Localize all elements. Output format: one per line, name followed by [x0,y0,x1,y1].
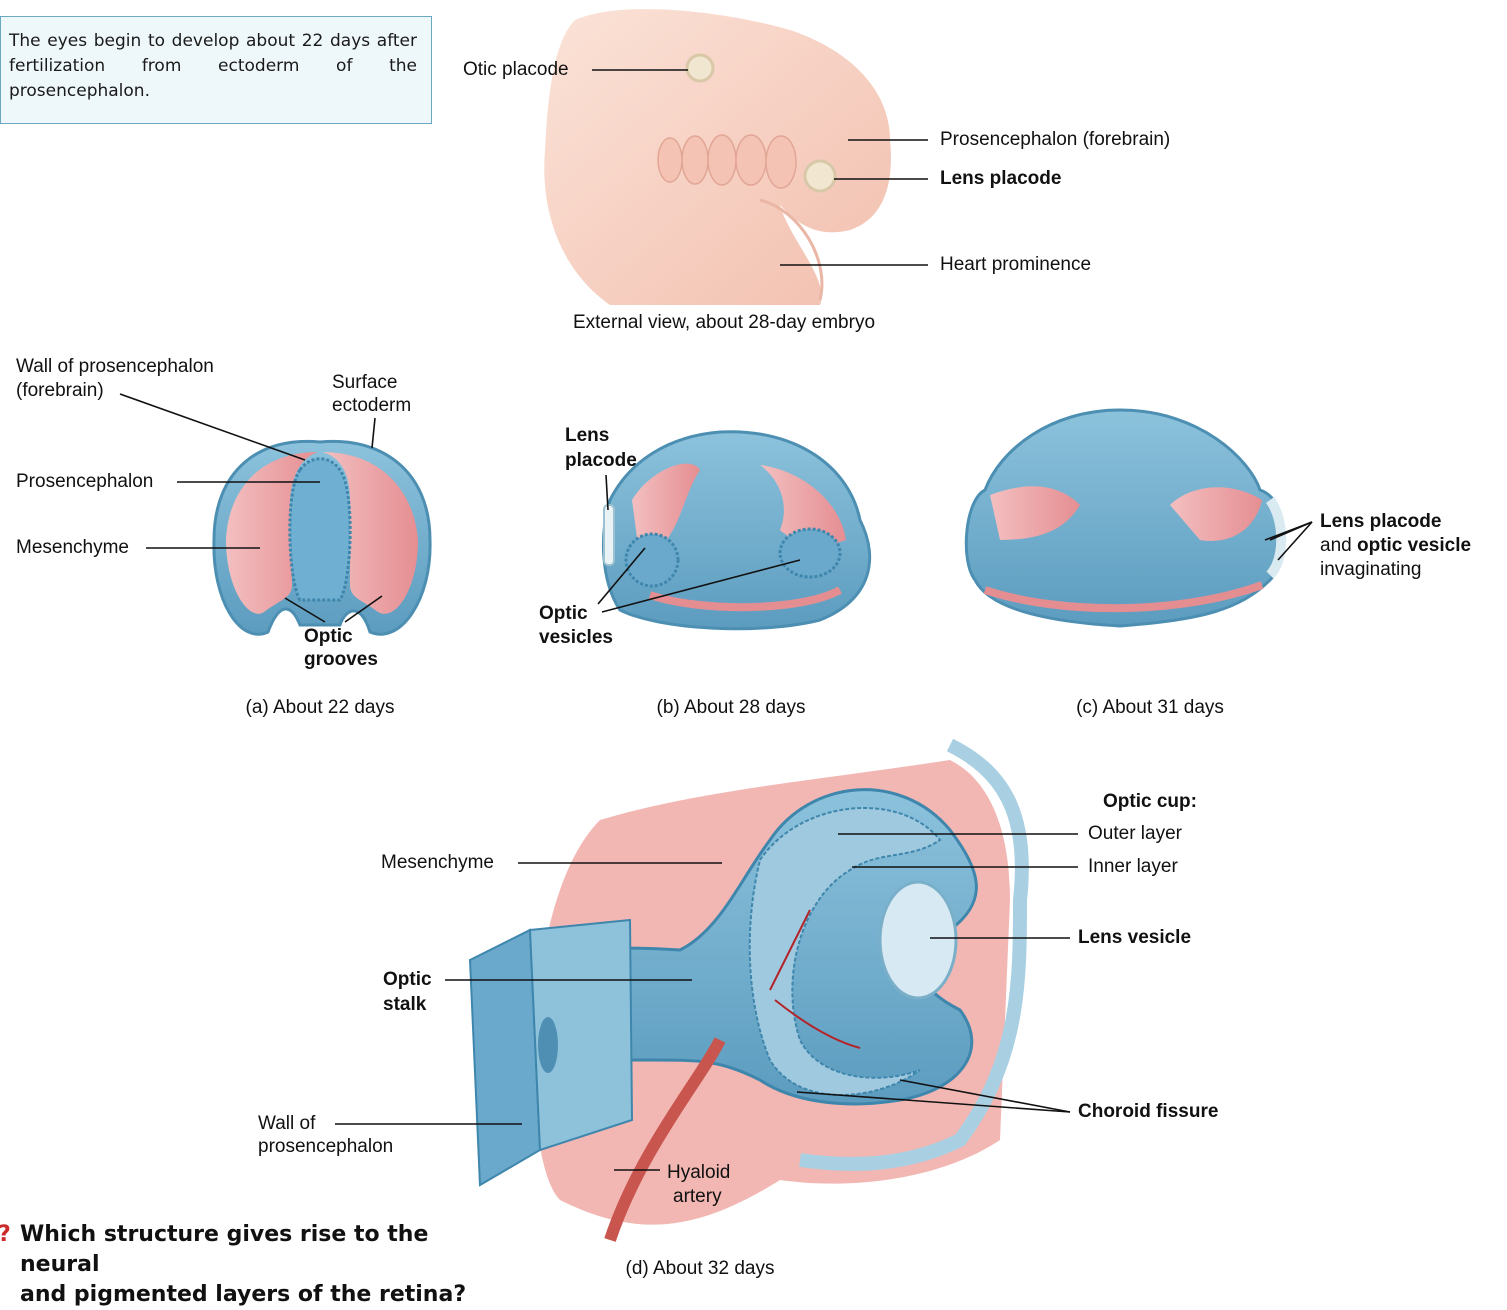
heart-prominence-label: Heart prominence [940,254,1091,276]
lens-placode-label-b: Lens [565,425,609,447]
wall-of-prosencephalon-label-d: Wall of [258,1113,315,1135]
lens-placode-label-c: Lens placode [1320,511,1441,533]
optic-stalk-label: Optic [383,969,432,991]
inner-layer-label: Inner layer [1088,856,1178,878]
hyaloid-artery-label-line2: artery [673,1186,722,1208]
optic-vesicles-label-line2: vesicles [539,627,613,649]
lens-placode-label: Lens placode [940,168,1061,190]
panel-a-section [214,441,430,634]
optic-stalk-label-line2: stalk [383,994,426,1016]
hyaloid-artery-label: Hyaloid [667,1162,730,1184]
and-word: and [1320,535,1352,556]
optic-vesicle-word: optic vesicle [1357,535,1471,556]
eye-development-illustration [0,0,1507,1281]
wall-of-prosencephalon-label: Wall of prosencephalon [16,356,214,378]
panel-b-caption: (b) About 28 days [657,697,806,719]
prosencephalon-label: Prosencephalon [16,471,153,493]
top-panel-caption: External view, about 28-day embryo [573,312,875,334]
optic-grooves-label: Optic [304,626,353,648]
question-icon: ? [0,1220,11,1250]
prosencephalon-forebrain-label: Prosencephalon (forebrain) [940,129,1170,151]
optic-cup-heading: Optic cup: [1103,791,1197,813]
panel-d-section [470,745,1022,1240]
wall-of-prosencephalon-label-line2: (forebrain) [16,380,104,402]
review-question: ? Which structure gives rise to the neur… [20,1220,500,1310]
panel-d-caption: (d) About 32 days [626,1258,775,1280]
choroid-fissure-label: Choroid fissure [1078,1101,1218,1123]
optic-vesicle-invaginating-label: and optic vesicle [1320,535,1471,557]
panel-b-section [603,432,869,629]
question-line-2: and pigmented layers of the retina? [20,1280,500,1310]
surface-ectoderm-label-line2: ectoderm [332,395,411,417]
optic-vesicles-label: Optic [539,603,588,625]
lens-vesicle-label: Lens vesicle [1078,927,1191,949]
surface-ectoderm-label: Surface [332,372,397,394]
embryo-external-view [544,9,891,305]
lens-placode-label-b-line2: placode [565,450,637,472]
otic-placode-label: Otic placode [463,59,569,81]
outer-layer-label: Outer layer [1088,823,1182,845]
panel-a-caption: (a) About 22 days [246,697,395,719]
panel-c-caption: (c) About 31 days [1076,697,1224,719]
panel-c-section [966,410,1284,626]
question-line-1: Which structure gives rise to the neural [20,1220,500,1280]
mesenchyme-label-d: Mesenchyme [381,852,494,874]
invaginating-label: invaginating [1320,559,1421,581]
wall-of-prosencephalon-label-d-line2: prosencephalon [258,1136,393,1158]
mesenchyme-label-a: Mesenchyme [16,537,129,559]
optic-grooves-label-line2: grooves [304,649,378,671]
